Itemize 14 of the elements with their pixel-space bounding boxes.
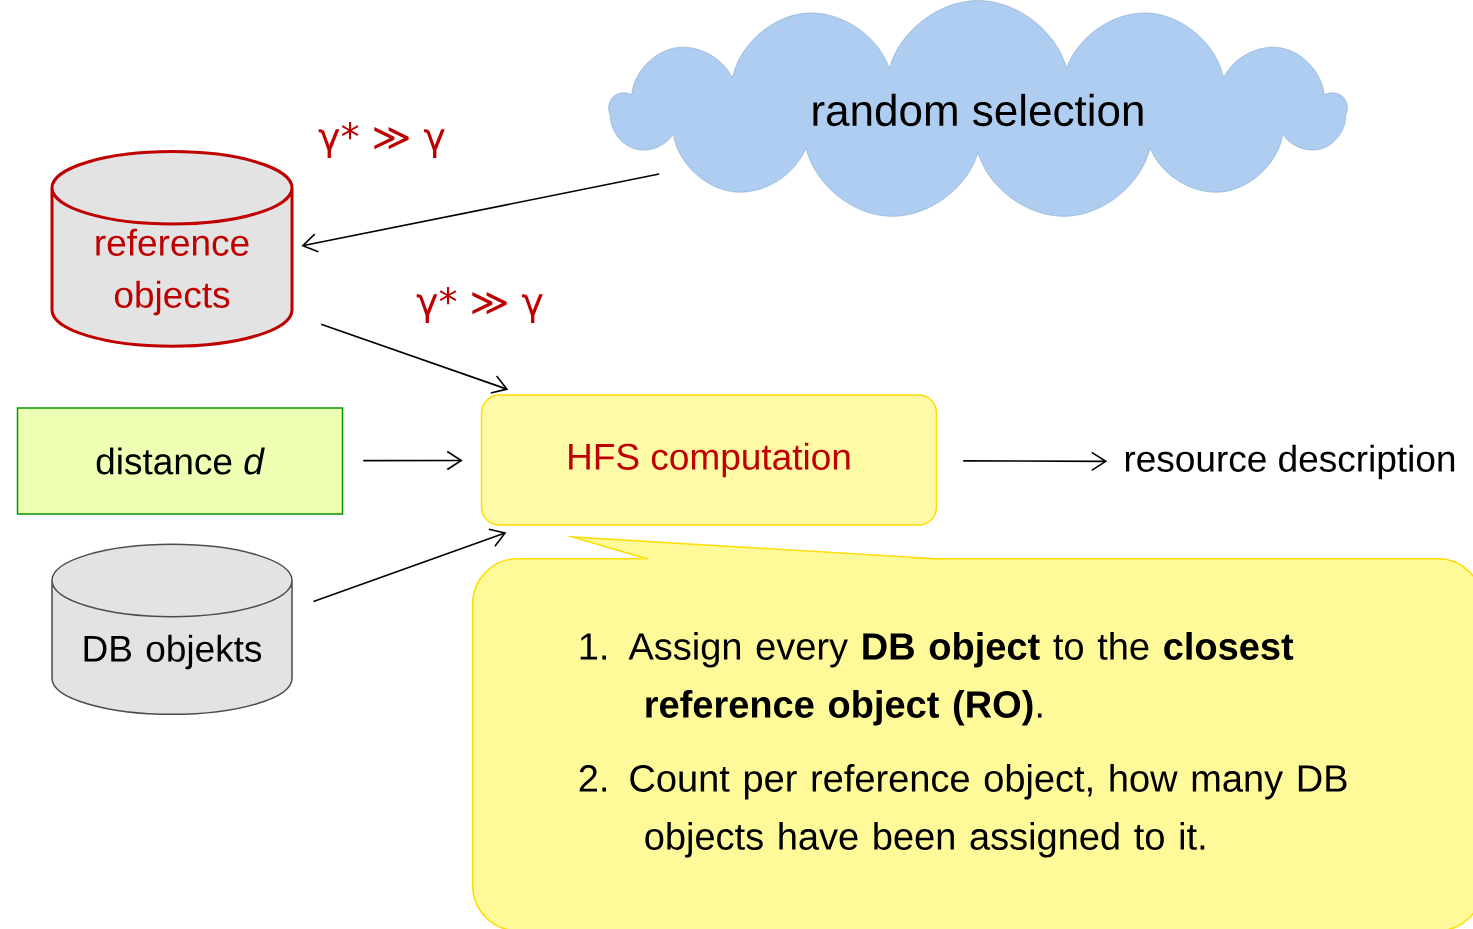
arrow [362, 450, 463, 471]
cylinder: reference objects [50, 150, 294, 348]
output-text: resource description [1125, 444, 1455, 480]
arrow [320, 323, 509, 394]
input-box: distance d [16, 407, 344, 515]
arrow [312, 528, 507, 603]
process-box: HFS computation [480, 394, 938, 526]
edge-label: γ* ≫ γ [414, 284, 546, 326]
arrow [301, 173, 660, 253]
cylinder: DB objekts [51, 543, 293, 716]
edge-label: γ* ≫ γ [316, 119, 448, 161]
cloud: random selection [608, 0, 1348, 217]
callout-box: 1. Assign every DB object to the closest reference object (RO). 2. Count per reference object, how many DB objects have been assigned to it. [472, 535, 1473, 929]
arrow [962, 451, 1108, 472]
